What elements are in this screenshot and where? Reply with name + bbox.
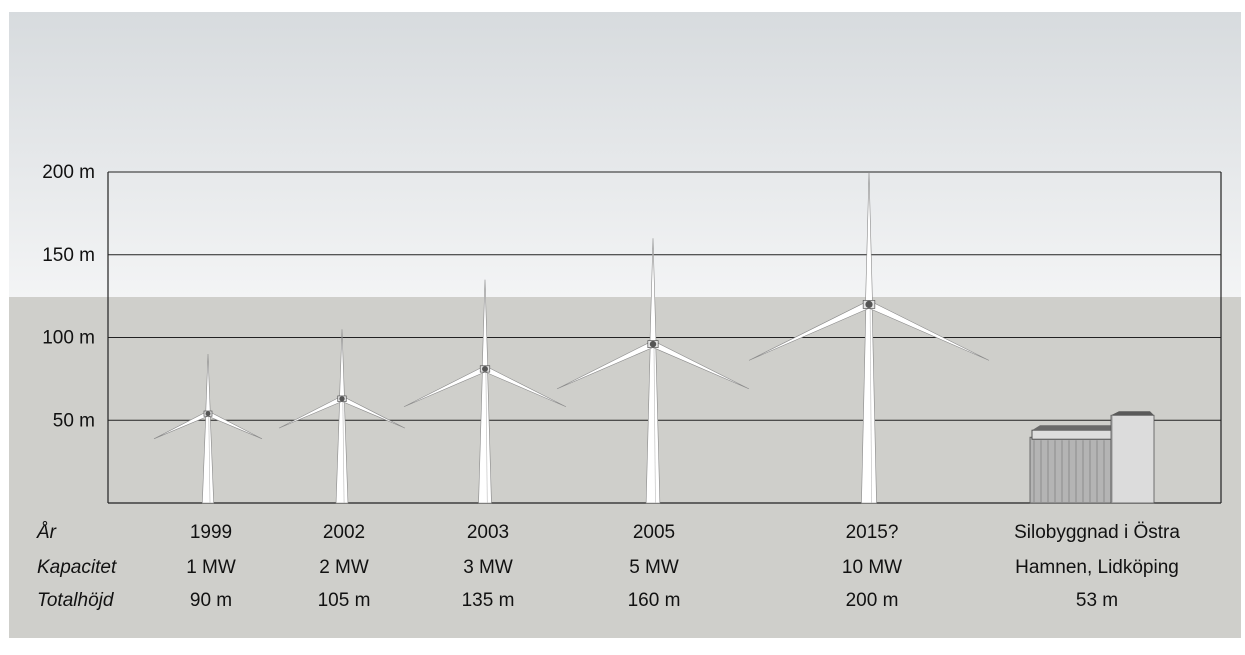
turbine: [748, 171, 990, 504]
height-cell: 135 m: [462, 590, 515, 611]
year-cell: 1999: [190, 522, 232, 543]
turbine: [556, 238, 750, 504]
capacity-cell: 2 MW: [319, 557, 369, 578]
chart-frame: 200 m 150 m 100 m 50 m År Kapacitet Totalhö…: [9, 12, 1241, 638]
silo-building: [1029, 411, 1155, 504]
capacity-cell: 3 MW: [463, 557, 513, 578]
sky-background: [9, 12, 1241, 297]
y-tick-label: 150 m: [42, 245, 95, 266]
silo-roof-edge: [1032, 425, 1113, 431]
hub: [649, 340, 657, 348]
tower-shade: [342, 398, 345, 504]
building-height-cell: 53 m: [1076, 590, 1118, 611]
year-cell: 2003: [467, 522, 509, 543]
tower-shade: [485, 368, 488, 504]
height-cell: 160 m: [628, 590, 681, 611]
y-tick-label: 50 m: [53, 410, 95, 431]
year-cell: 2015?: [846, 522, 899, 543]
turbines: [153, 171, 990, 504]
silo-cylinders: [1029, 436, 1112, 504]
row-label-year: År: [36, 522, 57, 543]
year-cell: 2005: [633, 522, 675, 543]
hub: [865, 300, 873, 308]
capacity-cell: 10 MW: [842, 557, 902, 578]
year-cell: 2002: [323, 522, 365, 543]
turbine: [403, 279, 567, 504]
row-label-height: Totalhöjd: [37, 590, 115, 611]
building-name-line1: Silobyggnad i Östra: [1014, 522, 1180, 543]
hub: [482, 365, 488, 372]
height-cell: 105 m: [318, 590, 371, 611]
tower-shade: [653, 344, 656, 504]
turbine: [153, 354, 263, 504]
silo-roof: [1031, 429, 1113, 440]
silo-tower-roof: [1111, 411, 1154, 416]
turbine: [278, 329, 406, 504]
building-name-line2: Hamnen, Lidköping: [1015, 557, 1179, 578]
height-cell: 90 m: [190, 590, 232, 611]
y-tick-label: 200 m: [42, 162, 95, 183]
data-table: År Kapacitet Totalhöjd 1999 1 MW 90 m 20…: [36, 522, 1180, 611]
tower-shade: [208, 413, 211, 504]
grid-lines: [107, 171, 1222, 504]
hub: [205, 411, 211, 417]
height-cell: 200 m: [846, 590, 899, 611]
capacity-cell: 1 MW: [186, 557, 236, 578]
tower-shade: [869, 304, 872, 504]
capacity-cell: 5 MW: [629, 557, 679, 578]
row-label-capacity: Kapacitet: [37, 557, 117, 578]
turbine-height-chart: 200 m 150 m 100 m 50 m År Kapacitet Totalhö…: [9, 12, 1241, 638]
y-tick-label: 100 m: [42, 328, 95, 349]
hub: [339, 396, 345, 402]
silo-tower: [1110, 414, 1155, 504]
y-axis-labels: 200 m 150 m 100 m 50 m: [42, 162, 95, 431]
